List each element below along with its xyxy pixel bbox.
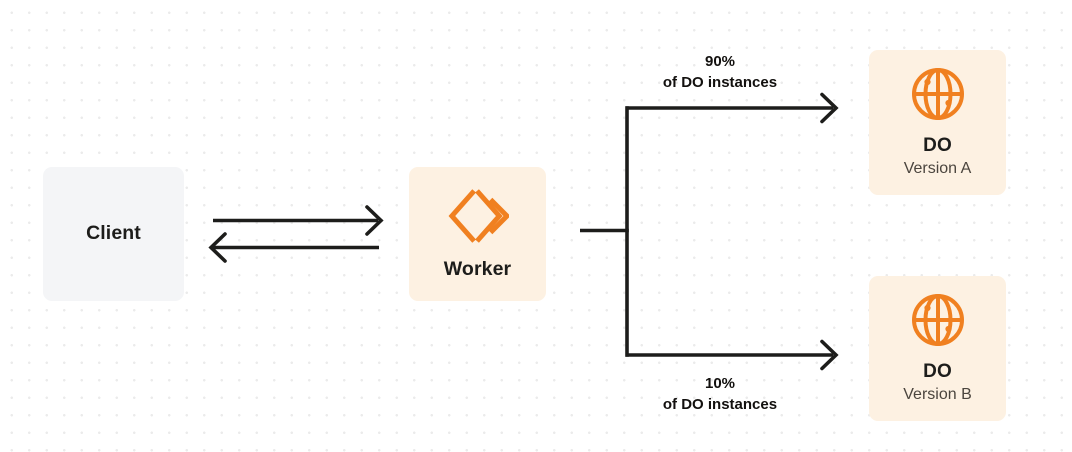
edge-label-do-b-percent: 10% xyxy=(704,375,736,392)
edge-label-do-b: 10% of DO instances xyxy=(620,374,820,415)
node-client: Client xyxy=(43,167,184,301)
edge-label-do-a-percent: 90% xyxy=(704,53,736,70)
node-client-label: Client xyxy=(86,222,141,245)
arrow-client-to-worker xyxy=(213,205,384,236)
globe-icon xyxy=(910,66,966,136)
edge-label-do-a-description: of DO instances xyxy=(662,73,778,91)
node-worker-label: Worker xyxy=(443,258,512,281)
arrow-worker-to-do-b xyxy=(625,339,839,371)
edge-label-do-b-description: of DO instances xyxy=(662,395,778,413)
node-do-b-version: Version B xyxy=(903,386,972,404)
arrow-worker-to-do-a xyxy=(625,92,839,124)
node-do-a-label: DO xyxy=(923,134,952,156)
node-do-b-label: DO xyxy=(923,360,952,382)
arrow-worker-to-client xyxy=(208,232,379,263)
node-do-a-version: Version A xyxy=(903,160,972,178)
node-do-version-b: DO Version B xyxy=(869,276,1006,421)
cloudflare-workers-icon xyxy=(447,187,509,245)
edge-label-do-a: 90% of DO instances xyxy=(620,52,820,93)
node-do-version-a: DO Version A xyxy=(869,50,1006,195)
globe-icon xyxy=(910,292,966,362)
node-worker: Worker xyxy=(409,167,546,301)
